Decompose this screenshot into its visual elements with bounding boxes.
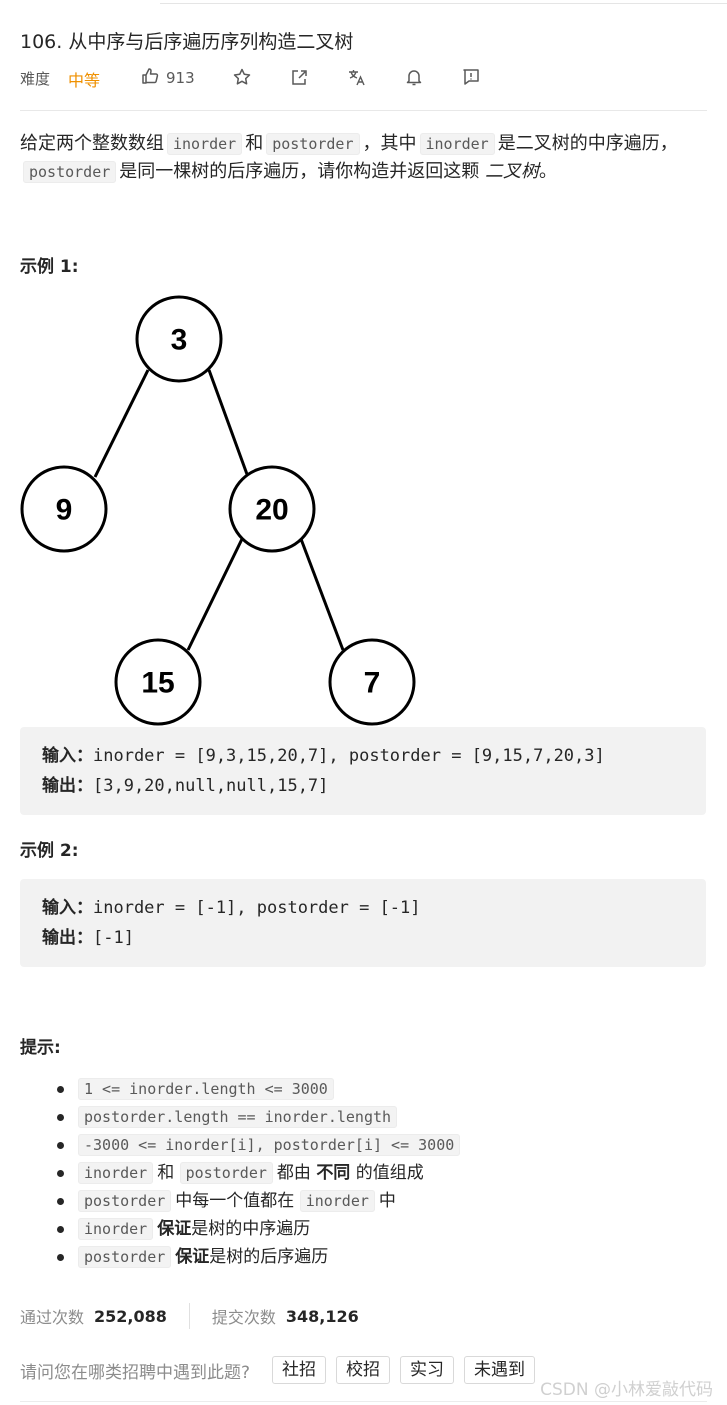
tree-node bbox=[114, 638, 202, 726]
inline-code: inorder bbox=[419, 133, 495, 155]
output-label: 输出： bbox=[42, 776, 93, 796]
accepted-count: 252,088 bbox=[94, 1306, 167, 1326]
example-input: inorder = [9,3,15,20,7], postorder = [9,… bbox=[93, 746, 605, 766]
share-icon[interactable] bbox=[288, 66, 310, 88]
tree-node bbox=[328, 638, 416, 726]
hints-list: 1 <= inorder.length <= 3000 postorder.le… bbox=[0, 1075, 700, 1271]
tag-not-encountered[interactable]: 未遇到 bbox=[464, 1356, 536, 1384]
problem-meta-bar: 难度 中等 913 bbox=[20, 64, 710, 92]
input-label: 输入： bbox=[42, 898, 93, 918]
hint-item: -3000 <= inorder[i], postorder[i] <= 300… bbox=[0, 1131, 700, 1159]
difficulty-badge: 中等 bbox=[68, 71, 101, 90]
tree-node-label: 15 bbox=[141, 667, 174, 700]
tree-node bbox=[20, 465, 108, 553]
tree-edge bbox=[186, 538, 244, 651]
tree-edge bbox=[299, 538, 345, 651]
star-icon[interactable] bbox=[231, 66, 253, 88]
interview-question-bar: 请问您在哪类招聘中遇到此题? 社招 校招 实习 未遇到 bbox=[20, 1356, 545, 1384]
tree-node bbox=[228, 465, 316, 553]
interview-question: 请问您在哪类招聘中遇到此题? bbox=[20, 1362, 251, 1383]
example-output: [-1] bbox=[93, 928, 134, 948]
tag-social-recruit[interactable]: 社招 bbox=[272, 1356, 327, 1384]
tree-node-label: 3 bbox=[171, 324, 188, 357]
tree-node-label: 9 bbox=[56, 494, 73, 527]
binary-tree-diagram: 3 9 20 15 7 bbox=[0, 285, 440, 730]
tree-edge bbox=[93, 369, 150, 478]
example-2-heading: 示例 2: bbox=[20, 841, 79, 861]
output-label: 输出： bbox=[42, 928, 93, 948]
tree-node bbox=[135, 295, 223, 383]
hint-item: postorder.length == inorder.length bbox=[0, 1103, 700, 1131]
difficulty-label: 难度 bbox=[20, 70, 51, 88]
tree-edge bbox=[207, 369, 250, 478]
accepted-label: 通过次数 bbox=[20, 1308, 85, 1327]
tree-node-label: 20 bbox=[255, 494, 288, 527]
hints-heading: 提示: bbox=[20, 1038, 61, 1058]
submission-stats: 通过次数 252,088 提交次数 348,126 bbox=[20, 1303, 359, 1329]
csdn-watermark: CSDN @小林爱敲代码 bbox=[540, 1380, 713, 1400]
inline-code: postorder bbox=[266, 133, 360, 155]
inline-code: inorder bbox=[167, 133, 243, 155]
bottom-divider bbox=[20, 1401, 707, 1402]
example-2-code-block: 输入：inorder = [-1], postorder = [-1] 输出：[… bbox=[20, 879, 706, 967]
input-label: 输入： bbox=[42, 746, 93, 766]
tag-campus-recruit[interactable]: 校招 bbox=[336, 1356, 391, 1384]
example-1-heading: 示例 1: bbox=[20, 257, 79, 277]
hint-item: 1 <= inorder.length <= 3000 bbox=[0, 1075, 700, 1103]
translate-icon[interactable] bbox=[346, 66, 368, 88]
like-count: 913 bbox=[166, 69, 195, 87]
header-divider bbox=[20, 110, 707, 111]
example-input: inorder = [-1], postorder = [-1] bbox=[93, 898, 421, 918]
tag-internship[interactable]: 实习 bbox=[400, 1356, 455, 1384]
thumb-up-icon bbox=[140, 66, 160, 90]
feedback-icon[interactable] bbox=[460, 66, 482, 88]
top-bar bbox=[0, 0, 727, 6]
submitted-count: 348,126 bbox=[285, 1306, 359, 1326]
bell-icon[interactable] bbox=[403, 66, 425, 88]
example-1-code-block: 输入：inorder = [9,3,15,20,7], postorder = … bbox=[20, 727, 706, 815]
example-output: [3,9,20,null,null,15,7] bbox=[93, 776, 329, 796]
tree-node-label: 7 bbox=[364, 667, 381, 700]
stats-divider bbox=[188, 1303, 190, 1329]
problem-title: 106. 从中序与后序遍历序列构造二叉树 bbox=[20, 31, 354, 53]
like-button[interactable]: 913 bbox=[140, 66, 195, 90]
submitted-label: 提交次数 bbox=[211, 1308, 276, 1327]
inline-code: postorder bbox=[23, 161, 117, 183]
